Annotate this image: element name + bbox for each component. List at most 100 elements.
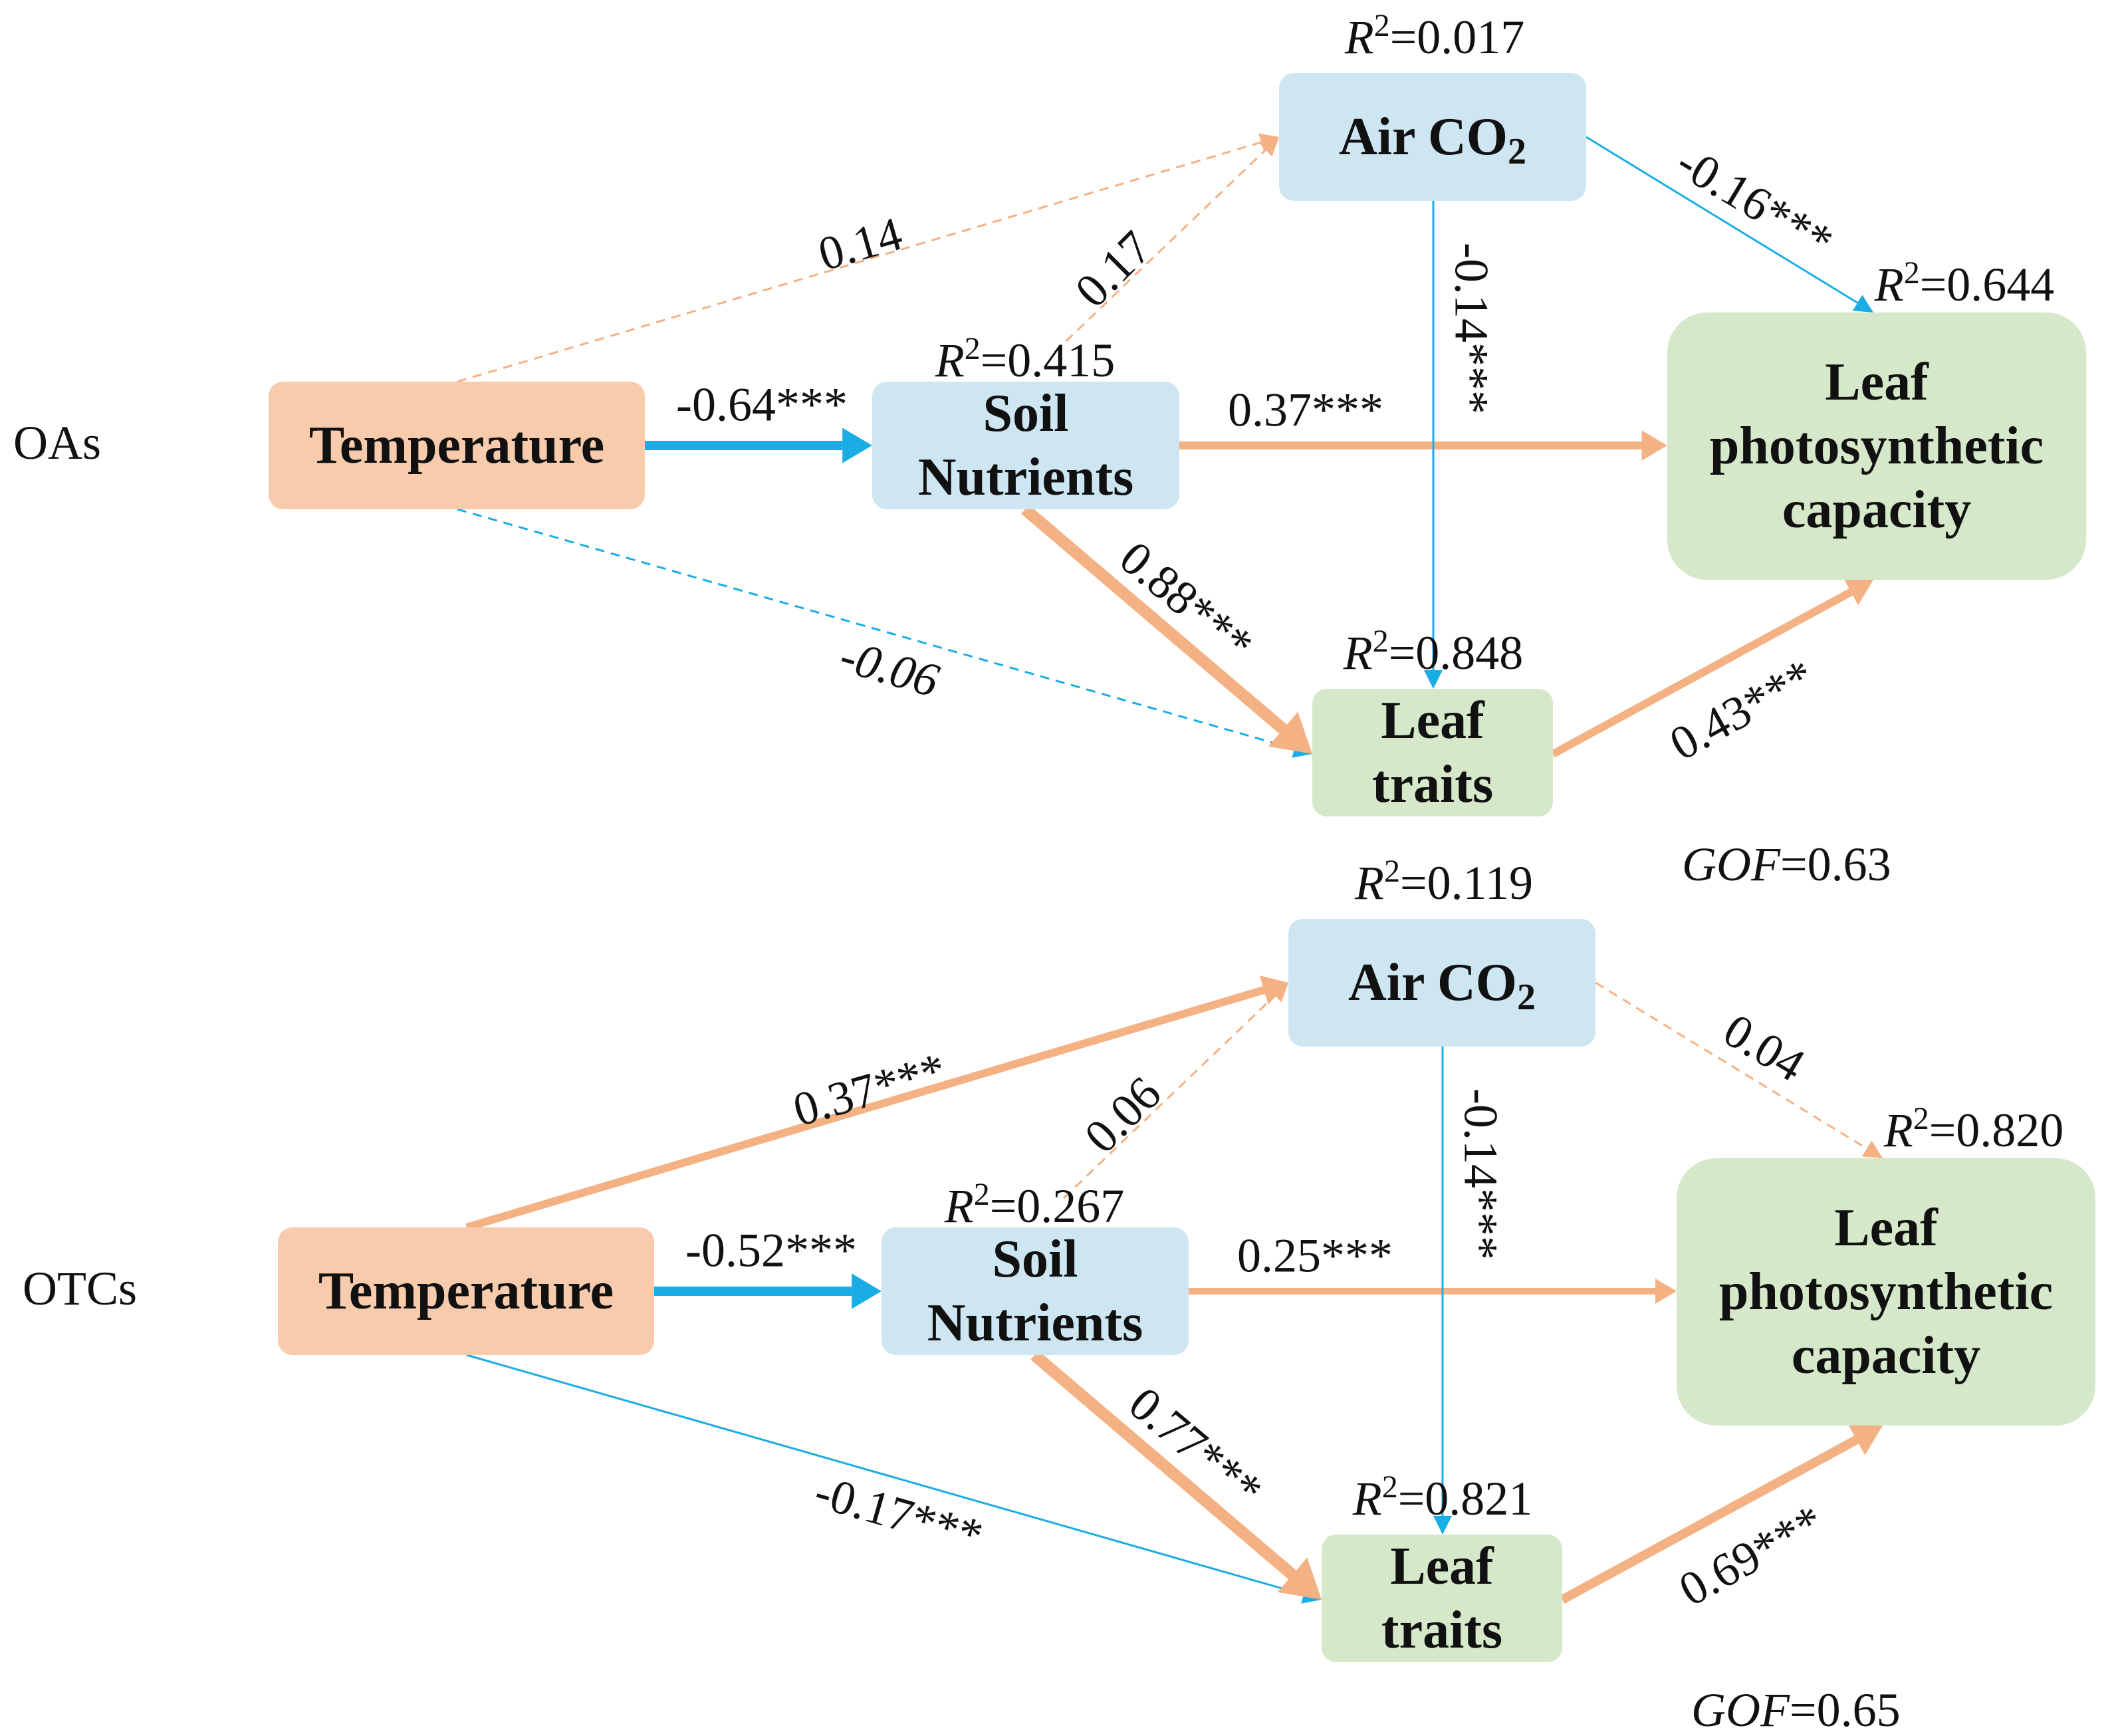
otcs-coef-soil-photo: 0.25***: [1237, 1229, 1393, 1283]
otcs-path-leaf-photo: [1560, 1424, 1883, 1604]
oas-coef-soil-photo: 0.37***: [1228, 384, 1383, 437]
oas-path-air-leaf-arrowhead: [1424, 670, 1443, 689]
otcs-r2-leaftraits: R2=0.821: [1352, 1469, 1533, 1525]
otcs-path-soil-air-line: [1062, 995, 1276, 1199]
otcs-node-leaftraits-label: Leaf: [1390, 1537, 1494, 1596]
otcs-panel-label: OTCs: [23, 1262, 137, 1315]
otcs-path-air-photo-arrowhead: [1861, 1140, 1883, 1158]
otcs-coef-temp-soil: -0.52***: [685, 1224, 857, 1277]
oas-node-soil-label: Nutrients: [918, 448, 1133, 507]
oas-path-temp-soil: [645, 428, 872, 463]
otcs-path-air-leaf-arrowhead: [1433, 1516, 1452, 1535]
oas-gof: GOF=0.63: [1682, 838, 1891, 891]
otcs-path-soil-photo: [1189, 1279, 1677, 1304]
otcs-path-soil-photo-arrowhead: [1655, 1279, 1677, 1304]
oas-path-leaf-photo-arrowhead: [1843, 578, 1873, 606]
otcs-node-photo-label: capacity: [1792, 1326, 1980, 1385]
otcs-path-air-leaf: [1433, 1047, 1452, 1535]
oas-path-temp-soil-arrowhead: [842, 428, 872, 463]
otcs-path-air-photo: [1595, 981, 1883, 1158]
otcs-node-photo-label: Leaf: [1834, 1199, 1939, 1257]
otcs-node-photo-box: [1677, 1158, 2095, 1426]
otcs-node-air-box: [1288, 919, 1595, 1047]
oas-path-leaf-photo: [1551, 578, 1873, 758]
oas-path-air-photo-arrowhead: [1852, 295, 1873, 312]
otcs-coef-air-photo: 0.04: [1714, 1003, 1814, 1092]
otcs-r2-photo: R2=0.820: [1883, 1101, 2064, 1157]
oas-coef-temp-leaf: -0.06: [834, 629, 945, 707]
otcs-node-temperature: Temperature: [278, 1227, 654, 1355]
oas-node-leaftraits-box: [1312, 689, 1553, 816]
oas-path-soil-air-line: [1053, 149, 1266, 354]
oas-coef-temp-soil: -0.64***: [676, 378, 848, 432]
oas-node-air-box: [1279, 73, 1586, 201]
oas-r2-photo: R2=0.644: [1874, 255, 2055, 311]
oas-node-photo-label: Leaf: [1825, 353, 1929, 412]
oas-node-soil-box: [872, 382, 1179, 509]
oas-path-soil-photo: [1179, 430, 1667, 461]
oas-path-soil-leaf: [1021, 505, 1312, 754]
oas-r2-leaftraits: R2=0.848: [1343, 624, 1524, 680]
oas-path-soil-leaf-arrowhead: [1268, 711, 1312, 754]
oas-path-soil-leaf-line: [1021, 505, 1287, 734]
oas-node-air-label: Air CO2: [1339, 108, 1526, 172]
oas-node-photo-label: capacity: [1782, 481, 1971, 539]
otcs-gof: GOF=0.65: [1691, 1683, 1901, 1736]
otcs-node-photo-label: photosynthetic: [1719, 1263, 2053, 1321]
otcs-path-temp-air-line: [465, 986, 1265, 1231]
otcs-path-soil-air-arrowhead: [1268, 983, 1288, 1003]
otcs-coef-soil-air: 0.06: [1074, 1066, 1171, 1164]
oas-node-air: Air CO2: [1279, 73, 1586, 201]
otcs-node-temperature-label: Temperature: [318, 1262, 614, 1320]
oas-node-photo-label: photosynthetic: [1710, 417, 2044, 475]
oas-coef-leaf-photo: 0.43***: [1661, 649, 1823, 771]
otcs-node-temperature-box: [278, 1227, 654, 1355]
otcs-coef-leaf-photo: 0.69***: [1671, 1495, 1832, 1616]
otcs-node-leaftraits-box: [1322, 1535, 1562, 1662]
otcs-path-temp-soil-arrowhead: [852, 1273, 882, 1309]
otcs-node-leaftraits-label: traits: [1381, 1601, 1502, 1660]
otcs-r2-air: R2=0.119: [1354, 854, 1533, 910]
otcs-coef-temp-air: 0.37***: [787, 1043, 951, 1136]
oas-node-temperature: Temperature: [269, 382, 645, 509]
oas-path-leaf-photo-line: [1551, 588, 1853, 758]
otcs-node-air-label: Air CO2: [1348, 953, 1536, 1018]
oas-path-air-photo: [1586, 136, 1873, 312]
otcs-coef-air-leaf: -0.14***: [1454, 1088, 1507, 1260]
oas-coef-air-leaf: -0.14***: [1445, 243, 1498, 414]
oas-r2-air: R2=0.017: [1344, 8, 1525, 64]
oas-path-soil-photo-arrowhead: [1641, 430, 1667, 461]
paths-layer: [457, 133, 1883, 1604]
otcs-node-soil-box: [882, 1227, 1189, 1355]
oas-coef-temp-air: 0.14: [812, 207, 907, 281]
oas-node-temperature-label: Temperature: [309, 416, 604, 475]
otcs-path-soil-leaf-line: [1030, 1350, 1296, 1580]
otcs-path-leaf-photo-arrowhead: [1847, 1424, 1883, 1455]
oas-node-photo-box: [1667, 312, 2086, 580]
oas-node-temperature-box: [269, 382, 645, 509]
oas-path-temp-leaf-line: [457, 508, 1295, 750]
oas-node-soil-label: Soil: [983, 384, 1069, 443]
otcs-path-air-photo-line: [1595, 981, 1867, 1150]
oas-node-leaftraits-label: traits: [1372, 755, 1493, 814]
otcs-path-temp-leaf-line: [466, 1354, 1304, 1596]
oas-r2-soil: R2=0.415: [935, 331, 1116, 387]
otcs-path-temp-soil: [654, 1273, 882, 1309]
oas-path-soil-air-arrowhead: [1259, 137, 1279, 157]
otcs-node-air: Air CO2: [1288, 919, 1595, 1047]
oas-node-leaftraits-label: Leaf: [1381, 691, 1485, 750]
oas-path-air-photo-line: [1586, 136, 1858, 304]
otcs-r2-soil: R2=0.267: [944, 1177, 1125, 1233]
oas-path-soil-air: [1053, 137, 1279, 354]
oas-panel-label: OAs: [13, 416, 101, 469]
